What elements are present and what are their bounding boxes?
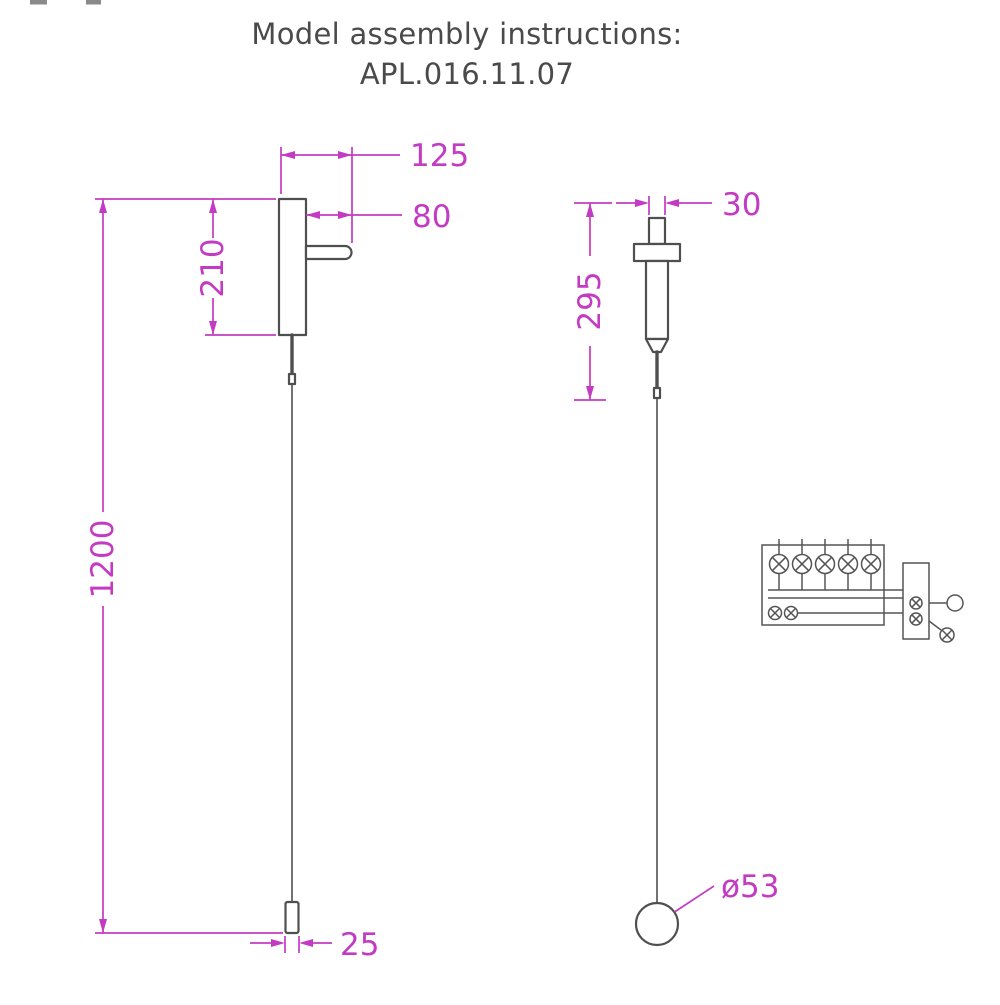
dim-overall-height: 1200 (85, 198, 283, 934)
dim-label-125: 125 (410, 138, 469, 174)
screw-slot (771, 556, 787, 572)
wall-lamp-front-drawing (632, 216, 682, 947)
dim-arrowhead (586, 386, 594, 400)
dim-arrowhead (635, 199, 649, 207)
connector-ring-icon (946, 594, 964, 612)
screw-slot (941, 629, 953, 641)
output-wire (928, 620, 942, 631)
dim-arrowhead (209, 321, 217, 335)
model-number: APL.016.11.07 (360, 57, 574, 91)
dim-arrowhead (306, 211, 320, 219)
dim-arrowhead (281, 151, 295, 159)
page-title: Model assembly instructions: (251, 17, 682, 51)
screw-slot (863, 556, 879, 572)
dim-overall-width: 125 (280, 138, 469, 243)
dim-ball-diameter: ø53 (674, 869, 779, 913)
terminal-screw (814, 539, 836, 590)
screw-slot (911, 598, 921, 608)
dim-arrowhead (99, 199, 107, 213)
dim-upper-height: 295 (572, 202, 612, 401)
dim-label-25: 25 (340, 927, 379, 963)
screw-slot (785, 607, 797, 619)
terminal-screw (791, 539, 813, 590)
dim-head-depth: 80 (306, 199, 451, 235)
dim-label-ball-diameter: ø53 (721, 869, 779, 905)
terminal-screw (860, 539, 882, 590)
body-taper-front (644, 337, 670, 354)
rod-joint-front (652, 386, 662, 400)
dim-arrowhead (338, 151, 352, 159)
dim-arrowhead (209, 199, 217, 213)
dim-arrowhead (271, 939, 285, 947)
leader-line (674, 885, 715, 913)
screw-slot (911, 614, 921, 624)
dim-label-295: 295 (572, 271, 608, 330)
lamp-tip-side (284, 900, 300, 935)
terminal-screw (768, 539, 790, 590)
dim-label-30: 30 (722, 187, 761, 223)
screw-slot (769, 607, 781, 619)
dim-arrowhead (338, 211, 352, 219)
wiring-diagram (761, 539, 964, 643)
canopy-front (632, 242, 682, 263)
dim-arrowhead (586, 203, 594, 217)
dim-stem-width: 30 (616, 187, 761, 223)
dim-arrowhead (665, 199, 679, 207)
dim-label-1200: 1200 (85, 520, 121, 599)
ball-front (634, 901, 680, 947)
dim-label-80: 80 (412, 199, 451, 235)
screw-slot (840, 556, 856, 572)
dim-head-height: 210 (195, 199, 276, 336)
terminal-screw (837, 539, 859, 590)
rod-joint-side (287, 372, 297, 386)
stem-top-front (647, 216, 667, 246)
screw-slot (794, 556, 810, 572)
side-view: 125 80 210 (85, 138, 469, 963)
lamp-body-front (644, 259, 670, 341)
dim-arrowhead (99, 919, 107, 933)
front-view: 30 295 ø53 (572, 187, 779, 947)
wall-lamp-side-drawing (277, 197, 353, 935)
dim-arrowhead (299, 939, 313, 947)
screw-slot (817, 556, 833, 572)
lamp-body-side (277, 197, 308, 337)
dim-tip-width: 25 (250, 927, 379, 963)
lamp-arm-side (304, 244, 353, 261)
dim-label-210: 210 (195, 238, 231, 297)
